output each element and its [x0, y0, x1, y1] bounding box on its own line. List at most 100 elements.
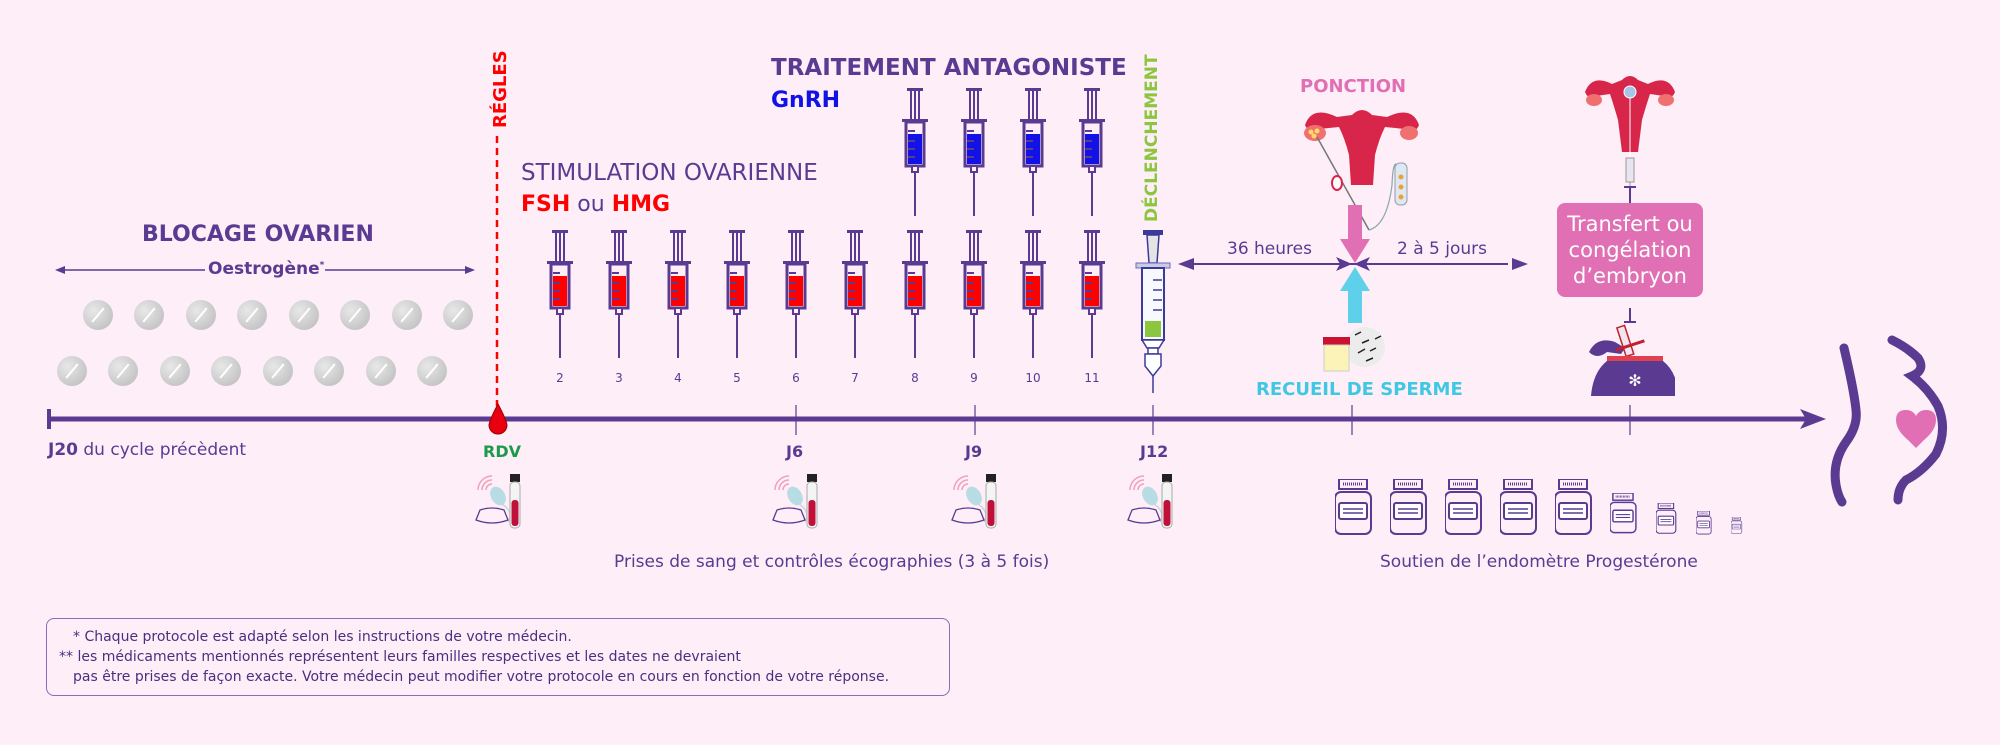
arrow-down-pink-icon	[1340, 205, 1370, 263]
tick-j12: J12	[1140, 442, 1169, 461]
gnrh-syringe-icon	[1018, 88, 1048, 218]
progesterone-jar-icon	[1610, 493, 1638, 534]
pill-icon	[134, 300, 164, 330]
day-number: 2	[556, 371, 564, 385]
interval-2-5-days: 2 à 5 jours	[1397, 239, 1488, 259]
pill-icon	[392, 300, 422, 330]
pill-icon	[443, 300, 473, 330]
footnote-1: * Chaque protocole est adapté selon les …	[73, 629, 572, 645]
day-number: 4	[674, 371, 682, 385]
oestrogen-footnote-mark: *	[319, 260, 325, 271]
pill-icon	[263, 356, 293, 386]
day-number: 7	[851, 371, 859, 385]
day-number: 9	[970, 371, 978, 385]
gnrh-syringe-icon	[900, 88, 930, 218]
transfer-line-2: congélation	[1568, 238, 1692, 262]
day-number: 8	[911, 371, 919, 385]
rdv-label: RDV	[483, 442, 521, 461]
pill-icon	[108, 356, 138, 386]
connector-top	[1624, 186, 1636, 205]
oestrogen-label: Oestrogène*	[208, 259, 324, 279]
j20-description: du cycle précèdent	[77, 440, 247, 460]
progesterone-caption: Soutien de l’endomètre Progestérone	[1380, 552, 1698, 572]
footnote-2-continued: pas être prises de façon exacte. Votre m…	[73, 669, 890, 685]
pill-icon	[289, 300, 319, 330]
antagoniste-title: TRAITEMENT ANTAGONISTE	[771, 55, 1127, 81]
pill-icon	[160, 356, 190, 386]
pill-icon	[57, 356, 87, 386]
fsh-syringe-icon	[1018, 230, 1048, 360]
oestrogen-text: Oestrogène	[208, 259, 320, 279]
progesterone-jar-icon	[1696, 511, 1712, 535]
day-number: 3	[615, 371, 623, 385]
oestrogen-range-arrow	[55, 266, 475, 274]
regles-dashed-line	[495, 136, 499, 406]
regles-label: RÉGLES	[490, 50, 511, 128]
arrow-up-cyan-icon	[1340, 267, 1370, 323]
progesterone-jar-icon	[1731, 517, 1743, 534]
blood-drop-icon	[488, 403, 508, 435]
uterus-puncture-icon	[1304, 110, 1419, 231]
fsh-syringe-icon	[663, 230, 693, 360]
stimulation-drugs: FSH ou HMG	[521, 192, 670, 217]
gnrh-syringe-icon	[1077, 88, 1107, 218]
pill-icon	[211, 356, 241, 386]
timeline-start-label: J20 du cycle précèdent	[48, 440, 246, 460]
monitoring-caption: Prises de sang et contrôles écographies …	[614, 552, 1050, 572]
progesterone-jar-icon	[1445, 479, 1483, 536]
declenchement-label: DÉCLENCHEMENT	[1142, 54, 1162, 222]
day-number: 11	[1084, 371, 1100, 385]
footnotes-box: * Chaque protocole est adapté selon les …	[46, 618, 950, 696]
interval-arrows	[1178, 257, 1528, 271]
transfer-line-3: d’embryon	[1573, 264, 1687, 288]
timeline-axis	[47, 405, 1826, 435]
tick-j9: J9	[965, 442, 983, 461]
fsh-syringe-icon	[959, 230, 989, 360]
svg-text:✻: ✻	[1628, 371, 1641, 390]
pill-icon	[314, 356, 344, 386]
sperm-sample-icon	[1323, 327, 1385, 372]
ultrasound-blood-test-icon	[1127, 473, 1173, 529]
hmg-label: HMG	[611, 192, 671, 217]
day-number: 6	[792, 371, 800, 385]
fsh-syringe-icon	[840, 230, 870, 360]
fsh-label: FSH	[521, 192, 571, 217]
gnrh-label: GnRH	[771, 88, 841, 113]
fsh-syringe-icon	[900, 230, 930, 360]
trigger-syringe-icon	[1135, 230, 1171, 393]
blocage-title: BLOCAGE OVARIEN	[142, 222, 374, 247]
connector-bottom	[1624, 308, 1636, 323]
progesterone-jar-icon	[1555, 479, 1593, 536]
ultrasound-blood-test-icon	[951, 473, 997, 529]
fsh-syringe-icon	[604, 230, 634, 360]
ponction-label: PONCTION	[1300, 76, 1407, 97]
pill-icon	[186, 300, 216, 330]
transfer-box: Transfert ou congélation d’embryon	[1557, 203, 1703, 297]
pill-icon	[417, 356, 447, 386]
ultrasound-blood-test-icon	[475, 473, 521, 529]
fsh-syringe-icon	[781, 230, 811, 360]
footnote-2: ** les médicaments mentionnés représente…	[59, 649, 741, 665]
pregnancy-icon	[1830, 335, 1947, 507]
progesterone-jar-icon	[1656, 503, 1677, 535]
progesterone-jar-icon	[1500, 479, 1538, 536]
fsh-syringe-icon	[722, 230, 752, 360]
cryo-freezer-icon: ✻	[1589, 324, 1675, 396]
tick-j6: J6	[786, 442, 804, 461]
pill-icon	[237, 300, 267, 330]
interval-36h: 36 heures	[1227, 239, 1312, 259]
pill-icon	[83, 300, 113, 330]
pill-icon	[366, 356, 396, 386]
ultrasound-blood-test-icon	[772, 473, 818, 529]
j20-label: J20	[48, 440, 78, 460]
pill-icon	[340, 300, 370, 330]
uterus-transfer-icon	[1585, 76, 1675, 190]
fsh-syringe-icon	[545, 230, 575, 360]
progesterone-jar-icon	[1335, 479, 1373, 536]
gnrh-syringe-icon	[959, 88, 989, 218]
day-number: 10	[1025, 371, 1041, 385]
fsh-syringe-icon	[1077, 230, 1107, 360]
stimulation-title: STIMULATION OVARIENNE	[521, 160, 818, 186]
transfer-line-1: Transfert ou	[1567, 212, 1693, 236]
progesterone-jar-icon	[1390, 479, 1428, 536]
